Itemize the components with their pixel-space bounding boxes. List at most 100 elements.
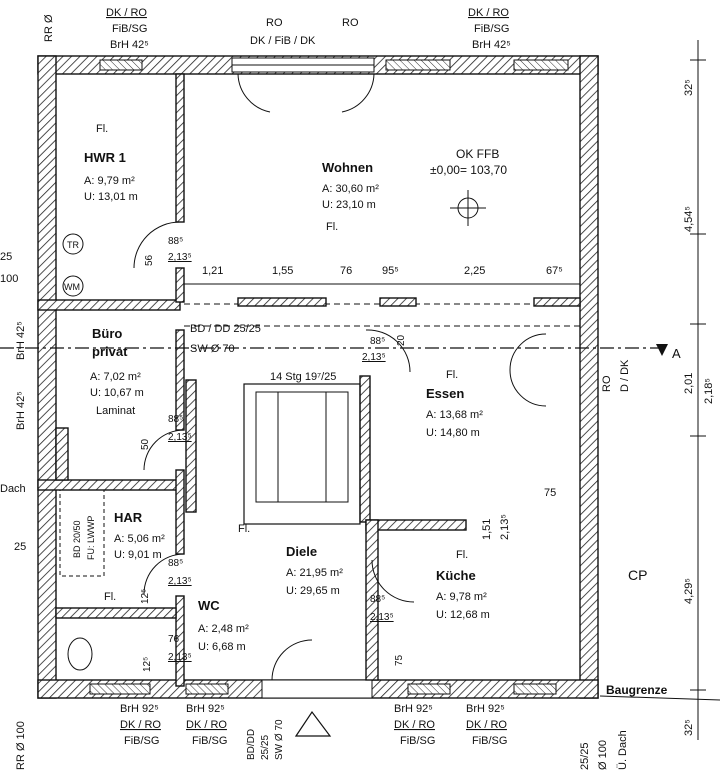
door3-height: 2,13⁵	[168, 432, 192, 443]
top-left-window-l2: FiB/SG	[112, 23, 147, 35]
hwr-floor: Fl.	[96, 123, 108, 135]
top-center-ro-right: RO	[342, 17, 359, 29]
bottom-dims2: Ø 100	[597, 740, 609, 770]
right-dim-3: 2,01	[683, 373, 695, 394]
door1-width: 88⁵	[168, 236, 183, 247]
top-center-ro-left: RO	[266, 17, 283, 29]
wohnen-perimeter: U: 23,10 m	[322, 199, 376, 211]
door5-height: 2,13⁵	[370, 612, 394, 623]
diele-floor: Fl.	[238, 523, 250, 535]
level-l1: OK FFB	[456, 147, 499, 161]
essen-area: A: 13,68 m²	[426, 409, 483, 421]
dim-20: 20	[396, 334, 407, 346]
buero-floor: Laminat	[96, 405, 135, 417]
top-left-window-l1: DK / RO	[106, 7, 147, 19]
bottom-5-l3: FiB/SG	[472, 735, 507, 747]
door6-width: 76	[168, 634, 180, 645]
top-left-window-l3: BrH 42⁵	[110, 39, 149, 51]
carport-label: CP	[628, 567, 647, 583]
bottom-1-l1: BrH 92⁵	[120, 703, 159, 715]
buero-name2: privat	[92, 344, 128, 359]
tr-label: TR	[67, 240, 79, 250]
dim-75-horizontal: 75	[544, 487, 556, 499]
bottom-2-l2: DK / RO	[186, 719, 227, 731]
essen-perimeter: U: 14,80 m	[426, 427, 480, 439]
kueche-name: Küche	[436, 568, 476, 583]
section-arrow	[656, 344, 668, 356]
top-windows	[99, 57, 569, 73]
door4-height: 2,13⁵	[168, 576, 192, 587]
dim-125b: 12⁵	[142, 657, 153, 672]
section-label: A	[672, 346, 681, 361]
right-dim-1: 32⁵	[683, 79, 695, 96]
exterior-walls	[37, 55, 599, 699]
buero-perimeter: U: 10,67 m	[90, 387, 144, 399]
door3-width: 88⁵	[168, 414, 183, 425]
north-arrow	[294, 710, 332, 737]
bd-dd-label: BD / DD 25/25	[190, 323, 261, 335]
har-area: A: 5,06 m²	[114, 533, 165, 545]
wc-area: A: 2,48 m²	[198, 623, 249, 635]
door6-height: 2,13⁵	[168, 652, 192, 663]
wohnen-name: Wohnen	[322, 160, 373, 175]
left-dim-25b: 25	[14, 541, 26, 553]
hwr-perimeter: U: 13,01 m	[84, 191, 138, 203]
interior-walls	[37, 73, 467, 687]
stairs-label: 14 Stg 19⁷/25	[270, 371, 336, 383]
wc-perimeter: U: 6,68 m	[198, 641, 246, 653]
sw-label: SW Ø 70	[190, 343, 235, 355]
opening-width: 1,51	[481, 519, 493, 540]
right-dim-4: 2,18⁵	[703, 378, 715, 404]
har-name: HAR	[114, 510, 143, 525]
dim-125a: 12⁵	[140, 589, 151, 604]
bottom-windows	[89, 679, 557, 699]
dim-6: 67⁵	[546, 265, 563, 277]
door2-height: 2,13⁵	[362, 352, 386, 363]
level-l2: ±0,00= 103,70	[430, 163, 507, 177]
window-ddk: D / DK	[619, 359, 631, 392]
door4-width: 88⁵	[168, 558, 183, 569]
top-right-window-l2: FiB/SG	[474, 23, 509, 35]
wm-label: WM	[64, 282, 80, 292]
bottom-2-l3: FiB/SG	[192, 735, 227, 747]
bd-label: BD 20/50	[72, 520, 82, 558]
top-center-window-l2: DK / FiB / DK	[250, 35, 316, 47]
door-swings	[133, 73, 547, 681]
dim-50: 50	[140, 438, 151, 450]
top-right-window-l1: DK / RO	[468, 7, 509, 19]
right-dim-6: 32⁵	[683, 719, 695, 736]
dim-2: 1,55	[272, 265, 293, 277]
staircase	[243, 383, 361, 525]
bottom-3-l2: 25/25	[260, 735, 271, 760]
dim-56: 56	[144, 254, 155, 266]
buero-name1: Büro	[92, 326, 122, 341]
left-dach: Dach	[0, 483, 26, 495]
bottom-dims: 25/25	[579, 742, 591, 770]
right-dim-5: 4,29⁵	[683, 578, 695, 604]
fixtures	[59, 190, 486, 671]
bottom-3-l3: SW Ø 70	[274, 719, 285, 760]
bottom-5-l1: BrH 92⁵	[466, 703, 505, 715]
kueche-perimeter: U: 12,68 m	[436, 609, 490, 621]
bottom-4-l2: DK / RO	[394, 719, 435, 731]
rr-top: RR Ø	[43, 14, 55, 42]
roof-label: Ü. Dach	[617, 730, 629, 770]
diele-perimeter: U: 29,65 m	[286, 585, 340, 597]
left-dim-25: 25	[0, 251, 12, 263]
har-perimeter: U: 9,01 m	[114, 549, 162, 561]
bottom-2-l1: BrH 92⁵	[186, 703, 225, 715]
right-dim-2: 4,54⁵	[683, 206, 695, 232]
opening-lines	[184, 283, 581, 327]
bottom-1-l2: DK / RO	[120, 719, 161, 731]
bottom-1-l3: FiB/SG	[124, 735, 159, 747]
bottom-5-l2: DK / RO	[466, 719, 507, 731]
door1-height: 2,13⁵	[168, 252, 192, 263]
wc-name: WC	[198, 598, 220, 613]
fu-label: FU: LWWP	[86, 516, 96, 560]
dim-75-vertical: 75	[394, 654, 405, 666]
baugrenze-label: Baugrenze	[606, 683, 668, 697]
opening-height: 2,13⁵	[499, 514, 511, 540]
diele-name: Diele	[286, 544, 317, 559]
right-dimension-chain	[690, 40, 706, 740]
diele-area: A: 21,95 m²	[286, 567, 343, 579]
